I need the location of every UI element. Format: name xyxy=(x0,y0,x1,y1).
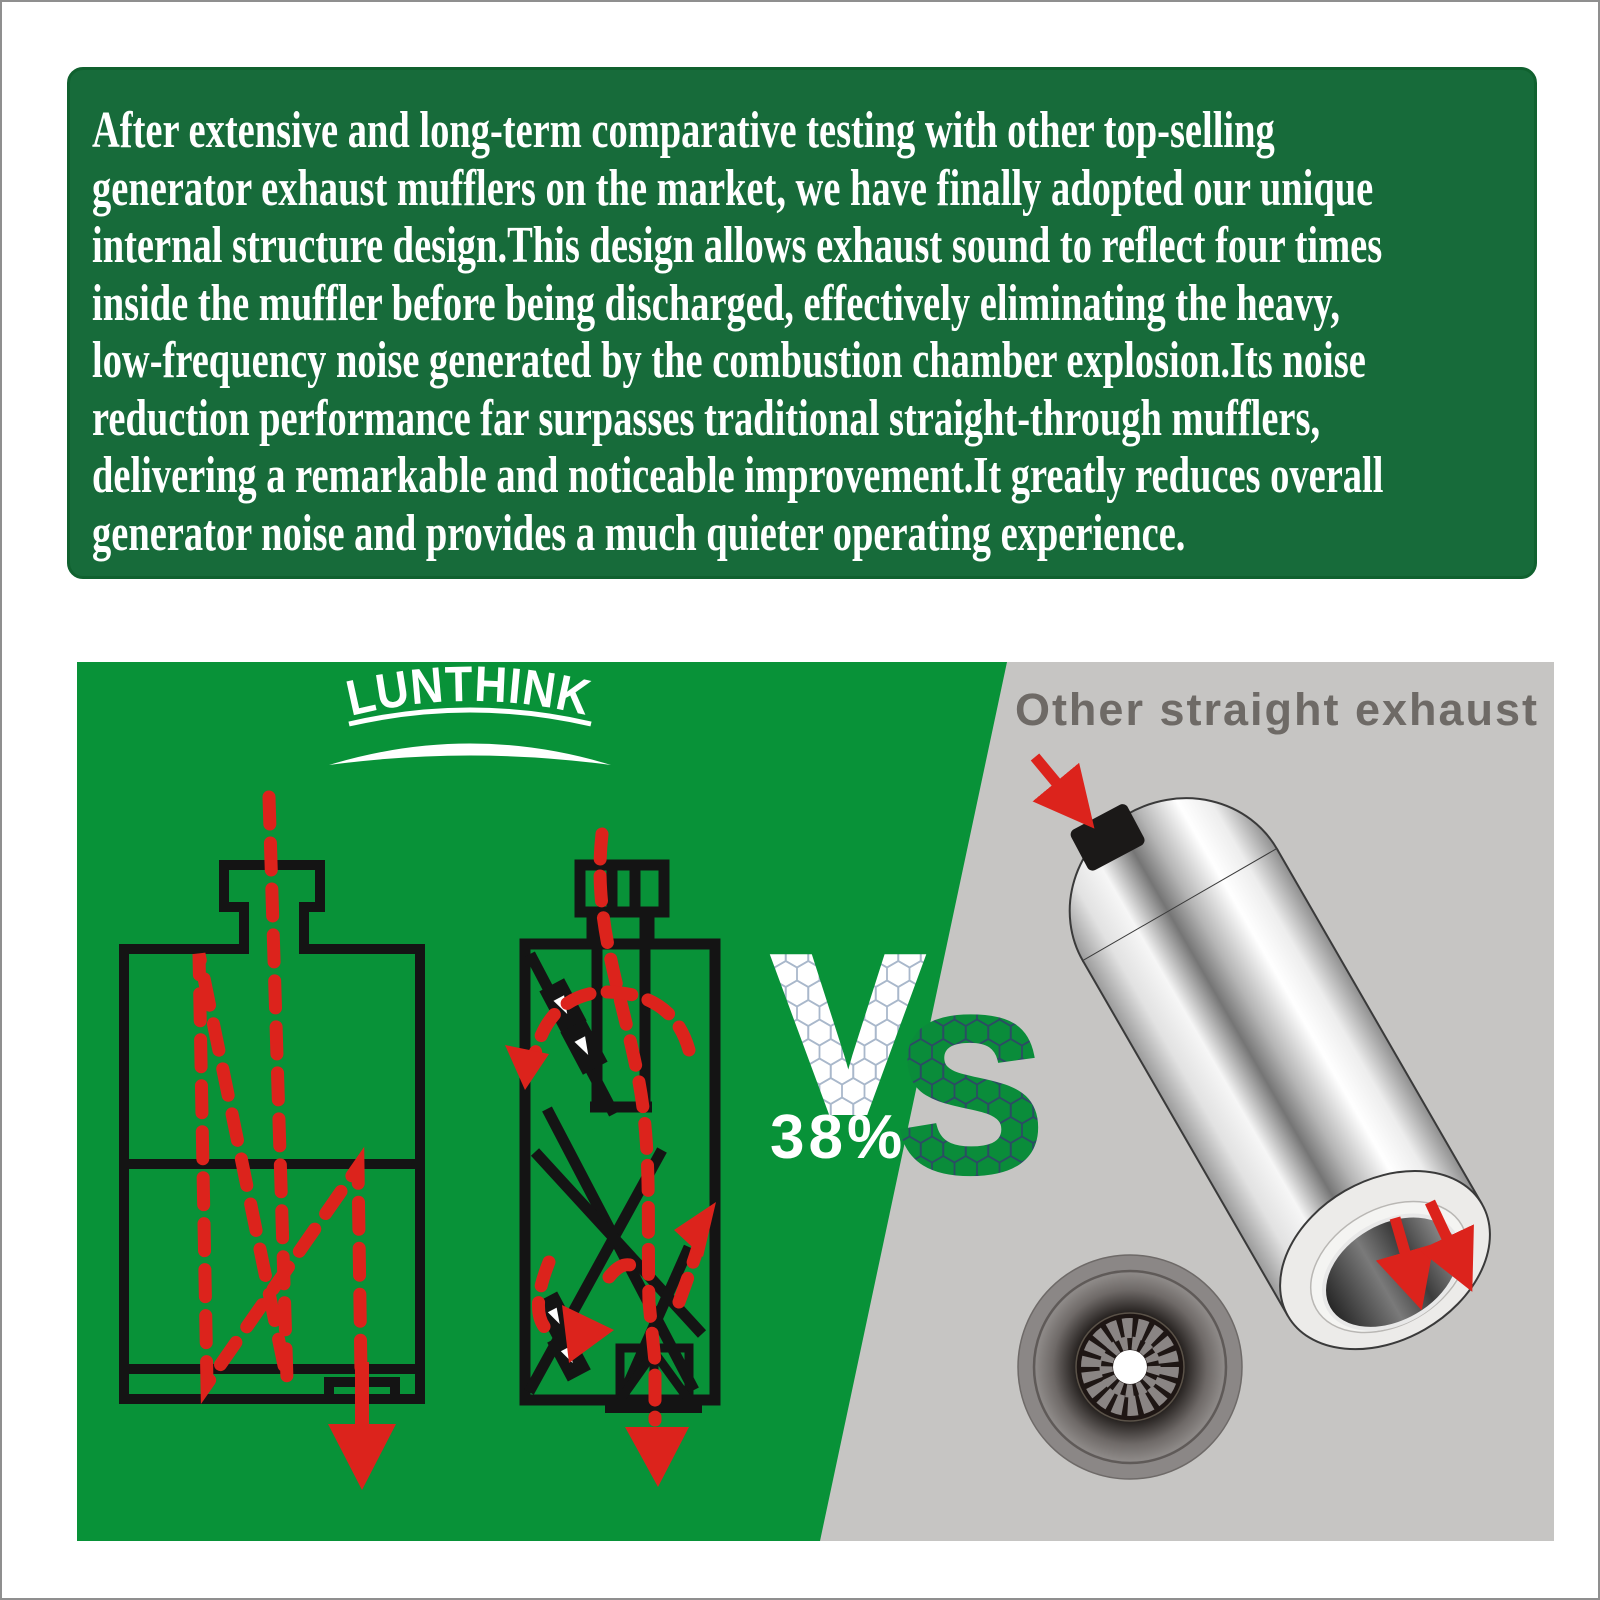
right-side-heading: Other straight exhaust xyxy=(1015,684,1539,735)
muffler2-body xyxy=(519,938,721,1406)
description-text: After extensive and long-term comparativ… xyxy=(92,102,1534,562)
internal-structure-diagram xyxy=(505,827,721,1487)
brand-logo-swoosh xyxy=(329,743,611,765)
muffler1-outline xyxy=(119,860,425,1404)
end-view-perforation-ring-inner xyxy=(1099,1336,1161,1398)
outlet-arrow-icon-2 xyxy=(1419,1199,1474,1292)
straight-muffler-end-view xyxy=(1017,1254,1243,1480)
description-line: After extensive and long-term comparativ… xyxy=(92,102,1275,159)
muffler-inlet-stub xyxy=(1070,804,1145,871)
sound-reflection-path xyxy=(192,790,368,1405)
outlet-arrow-icon xyxy=(625,1427,689,1487)
straight-muffler-illustration xyxy=(1030,753,1491,1351)
inlet-arrow-icon xyxy=(1030,753,1095,829)
vs-letter-v: V xyxy=(774,911,922,1159)
description-line: delivering a remarkable and noticeable i… xyxy=(92,447,1384,504)
vs-letter-s: S xyxy=(897,972,1044,1218)
description-line: reduction performance far surpasses trad… xyxy=(92,389,1321,447)
muffler2-inlet-dividers xyxy=(606,865,641,912)
flow-arrowheads xyxy=(505,1045,716,1487)
brand-logo-underline xyxy=(348,707,592,727)
description-line: generator exhaust mufflers on the market… xyxy=(92,159,1374,217)
description-line: internal structure design.This design al… xyxy=(92,217,1383,274)
description-line: generator noise and provides a much quie… xyxy=(92,504,1186,562)
side-arrow-icon xyxy=(562,1305,614,1363)
muffler2-baffle-5 xyxy=(616,1244,695,1401)
description-line: inside the muffler before being discharg… xyxy=(92,274,1340,332)
end-view-perforation-ring-outer xyxy=(1081,1318,1179,1416)
upward-arrow-icon xyxy=(674,1202,716,1257)
perforated-slats xyxy=(534,978,608,1382)
comparison-panel: LUNTHINK Other straight exhaust xyxy=(77,662,1554,1541)
muffler2-baffle-3 xyxy=(524,1147,667,1395)
description-box: After extensive and long-term comparativ… xyxy=(67,67,1537,579)
deflect-arrow-icon xyxy=(505,1045,549,1090)
noise-reduction-percent: 38% xyxy=(770,1103,906,1172)
outlet-arrow-icon-1 xyxy=(1375,1216,1434,1311)
description-line: low-frequency noise generated by the com… xyxy=(92,332,1366,389)
comparison-graphic: LUNTHINK Other straight exhaust xyxy=(77,662,1554,1541)
lunthink-muffler-diagram xyxy=(119,790,425,1490)
end-view-center-hole xyxy=(1113,1350,1147,1384)
exhaust-exit-arrow-icon xyxy=(328,1424,396,1490)
